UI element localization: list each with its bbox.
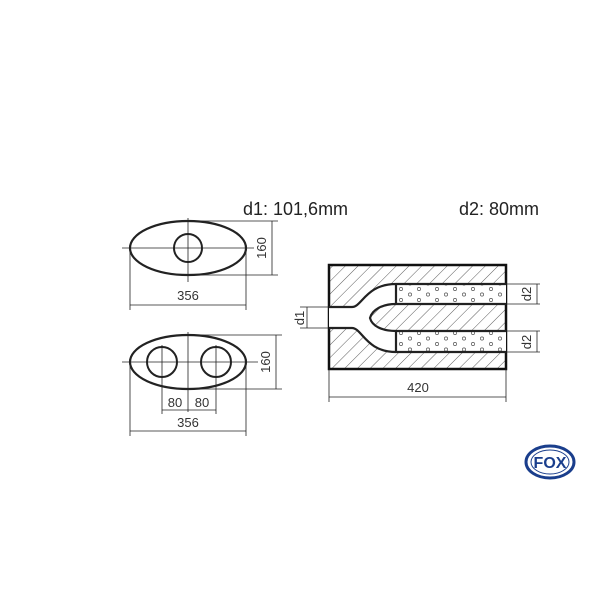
oval-single-height: 160 (254, 237, 269, 259)
oval-single-width: 356 (177, 288, 199, 303)
svg-text:FOX: FOX (534, 455, 567, 472)
oval-double-height: 160 (258, 351, 273, 373)
outlet-bottom-d2-label: d2 (519, 335, 534, 349)
inlet-d1-label: d1 (292, 311, 307, 325)
d2-spec: d2: 80mm (459, 199, 539, 219)
offset-right: 80 (195, 395, 209, 410)
oval-double-view: 80 80 160 356 (122, 332, 282, 436)
oval-double-width: 356 (177, 415, 199, 430)
offset-left: 80 (168, 395, 182, 410)
length-label: 420 (407, 380, 429, 395)
oval-single-view: 160 356 (122, 218, 278, 310)
section-view: d1 d2 d2 420 (292, 263, 540, 402)
fox-logo: FOX (524, 444, 576, 480)
outlet-top-d2-label: d2 (519, 287, 534, 301)
d1-spec: d1: 101,6mm (243, 199, 348, 219)
